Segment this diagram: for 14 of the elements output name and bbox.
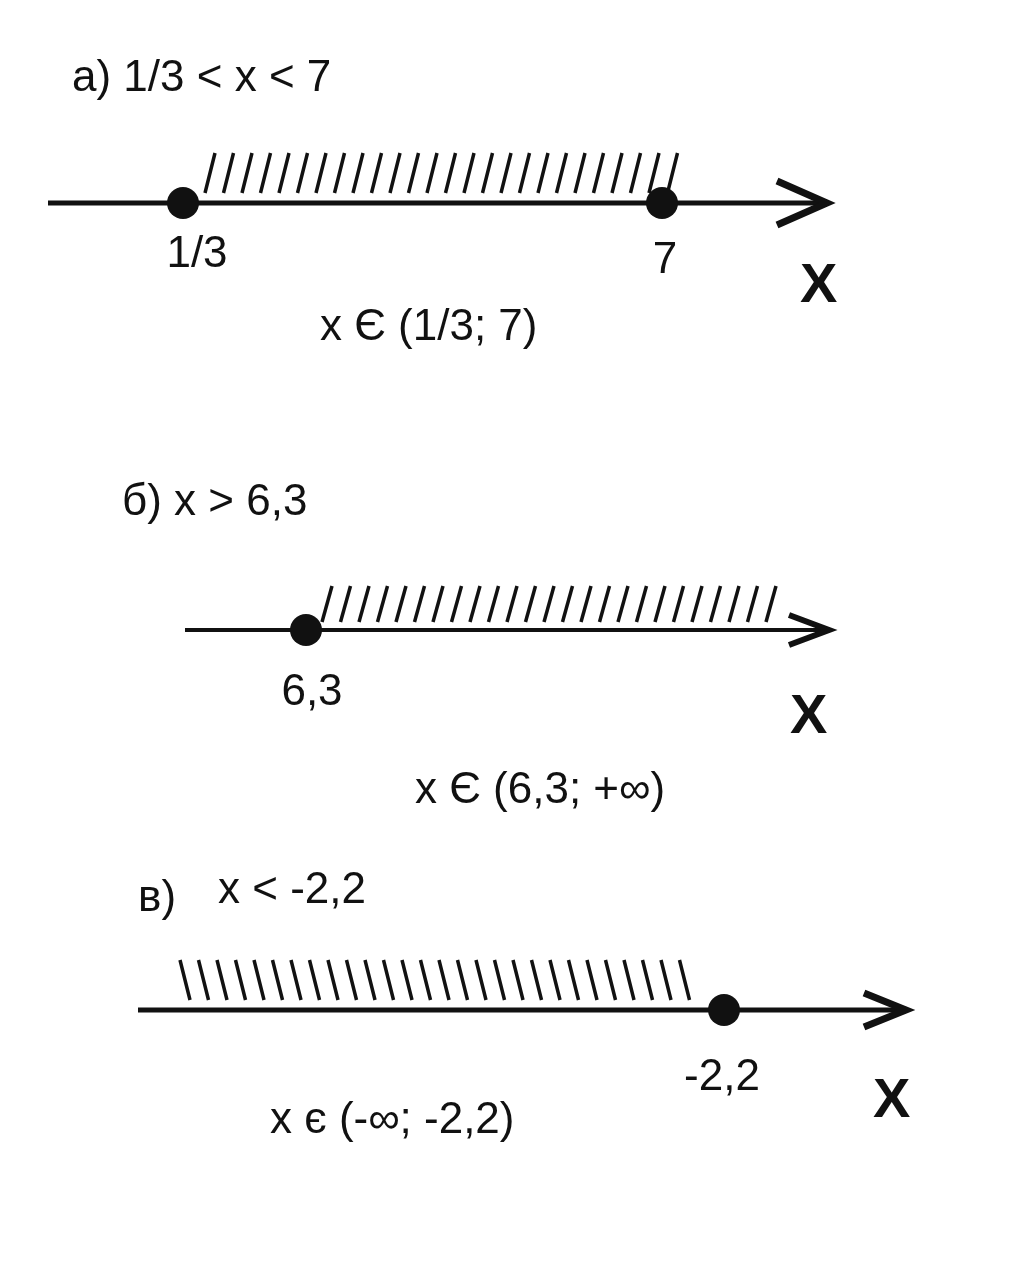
axis-label: X	[800, 255, 838, 311]
axis-label: X	[873, 1070, 911, 1126]
inequality-text: б) x > 6,3	[122, 478, 308, 522]
tick-label: -2,2	[684, 1053, 760, 1097]
tick-label: 7	[652, 236, 678, 280]
interval-answer: x Є (1/3; 7)	[320, 303, 538, 347]
interval-answer: x Є (6,3; +∞)	[415, 766, 666, 810]
axis-label: X	[790, 686, 828, 742]
tick-label: 6,3	[281, 668, 343, 712]
interval-answer: x є (-∞; -2,2)	[270, 1096, 515, 1140]
inequality-text: x < -2,2	[218, 866, 366, 910]
tick-label: 1/3	[166, 230, 228, 274]
inequality-text: а) 1/3 < x < 7	[72, 54, 332, 98]
item-marker: в)	[138, 874, 177, 918]
